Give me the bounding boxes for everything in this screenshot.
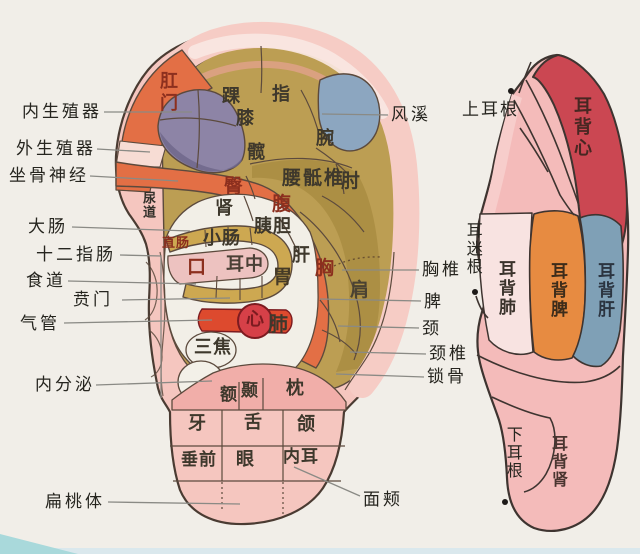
zone-label-occiput: 枕	[286, 378, 305, 398]
scan-edge-strip	[0, 548, 640, 554]
left-ear-front-view	[114, 22, 420, 526]
fossa-divider-1	[159, 117, 237, 127]
label-tonsil: 扁桃体	[45, 492, 105, 511]
zone-label-mouth: 口	[187, 257, 208, 278]
ear-vagus-root-dot	[472, 289, 478, 295]
zone-olive-antihelix-band	[252, 159, 380, 372]
zone-label-spleen-back: 耳背脾	[548, 262, 567, 319]
zone-label-sanjiao: 三焦	[194, 337, 232, 357]
zone-label-eye: 眼	[236, 449, 255, 469]
zone-ear-center-crus	[167, 247, 269, 285]
zone-label-urethra: 尿道	[141, 191, 156, 219]
zone-fengxi	[317, 73, 381, 152]
zone-label-liver: 肝	[292, 245, 311, 265]
zone-heart	[237, 303, 273, 339]
zone-label-liver-back: 耳背肝	[595, 262, 614, 319]
label-fengxi: 风溪	[391, 105, 431, 124]
label-external-genitals: 外生殖器	[16, 139, 96, 158]
label-cervical-vertebrae: 颈椎	[429, 344, 469, 363]
zone-label-rectum: 直肠	[162, 235, 191, 250]
zone-label-tongue: 舌	[244, 412, 263, 432]
zone-label-anus: 肛门	[158, 71, 178, 115]
label-clavicle: 锁骨	[427, 367, 467, 386]
zone-label-temple: 颞	[241, 381, 259, 400]
upper-ear-root-dot	[508, 88, 514, 94]
label-cheek: 面颊	[363, 490, 403, 509]
fossa-divider-2	[196, 89, 200, 169]
label-thoracic-vertebrae: 胸椎	[422, 260, 462, 279]
zone-triangular-fossa	[157, 89, 246, 174]
zone-label-ankle: 踝	[222, 86, 241, 106]
zone-label-kidney: 肾	[215, 198, 234, 218]
label-large-intestine: 大肠	[28, 217, 68, 236]
zone-label-lung-back: 耳背肺	[496, 260, 515, 317]
zone-label-stomach: 胃	[273, 267, 294, 288]
right-ear-back-view	[472, 53, 630, 532]
zone-triangular-fossa-dark	[160, 132, 242, 172]
label-esophagus: 食道	[26, 271, 66, 290]
zone-label-heart: 心	[246, 309, 265, 329]
zone-label-pancreas-gallbladder: 胰胆	[254, 216, 292, 236]
zone-label-inner-ear: 内耳	[283, 447, 319, 466]
upper-zone-dividers	[243, 45, 395, 391]
zone-label-chuiqian: 垂前	[181, 450, 217, 469]
zone-liver-back	[572, 213, 624, 368]
label-neck: 颈	[422, 319, 442, 338]
zone-label-shoulder: 肩	[350, 280, 371, 301]
zone-digestive-band	[165, 225, 293, 304]
label-upper-ear-root: 上耳根	[462, 100, 519, 119]
lobe-grid	[170, 378, 345, 514]
zone-label-elbow: 肘	[341, 171, 362, 192]
zone-label-ear-center: 耳中	[226, 254, 264, 274]
zone-label-lumbosacral: 腰骶椎	[282, 168, 346, 189]
scan-corner-wedge	[0, 534, 78, 554]
zone-back-light-strip	[481, 94, 522, 224]
zone-spleen-back	[528, 210, 587, 361]
zone-label-abdomen: 腹	[272, 194, 293, 215]
zone-label-chest: 胸	[315, 258, 336, 279]
zone-label-small-intestine: 小肠	[203, 228, 241, 248]
zone-label-kidney-back: 耳背肾	[549, 435, 566, 489]
right-ear-detail-lines	[475, 61, 621, 493]
digestive-band-dividers	[204, 226, 263, 300]
zone-external-genitals-strip	[115, 140, 167, 168]
label-sciatic-nerve: 坐骨神经	[9, 166, 89, 185]
label-duodenum: 十二指肠	[36, 245, 116, 264]
zone-label-tooth: 牙	[188, 413, 207, 433]
label-lower-ear-root: 下耳根	[503, 426, 521, 480]
label-cardia: 贲门	[73, 290, 113, 309]
label-endocrine: 内分泌	[35, 375, 95, 394]
label-internal-genitals: 内生殖器	[22, 102, 102, 121]
zone-label-lung: 肺	[268, 314, 289, 336]
label-trachea: 气管	[20, 314, 60, 333]
label-spleen: 脾	[424, 292, 444, 311]
zone-label-buttock: 臀	[224, 176, 245, 197]
lower-ear-root-dot	[502, 499, 508, 505]
zone-label-hip: 髋	[247, 142, 266, 162]
zone-label-wrist: 腕	[316, 128, 335, 148]
zone-label-jaw: 颌	[297, 414, 316, 434]
zone-label-knee: 膝	[236, 108, 255, 128]
zone-label-forehead: 额	[220, 385, 238, 404]
zone-label-heart-back: 耳背心	[572, 96, 592, 159]
zone-antitragus-band	[171, 363, 347, 411]
label-ear-vagus-root: 耳迷根	[463, 222, 481, 276]
zone-label-finger: 指	[272, 84, 291, 104]
leader-lines	[63, 111, 427, 505]
